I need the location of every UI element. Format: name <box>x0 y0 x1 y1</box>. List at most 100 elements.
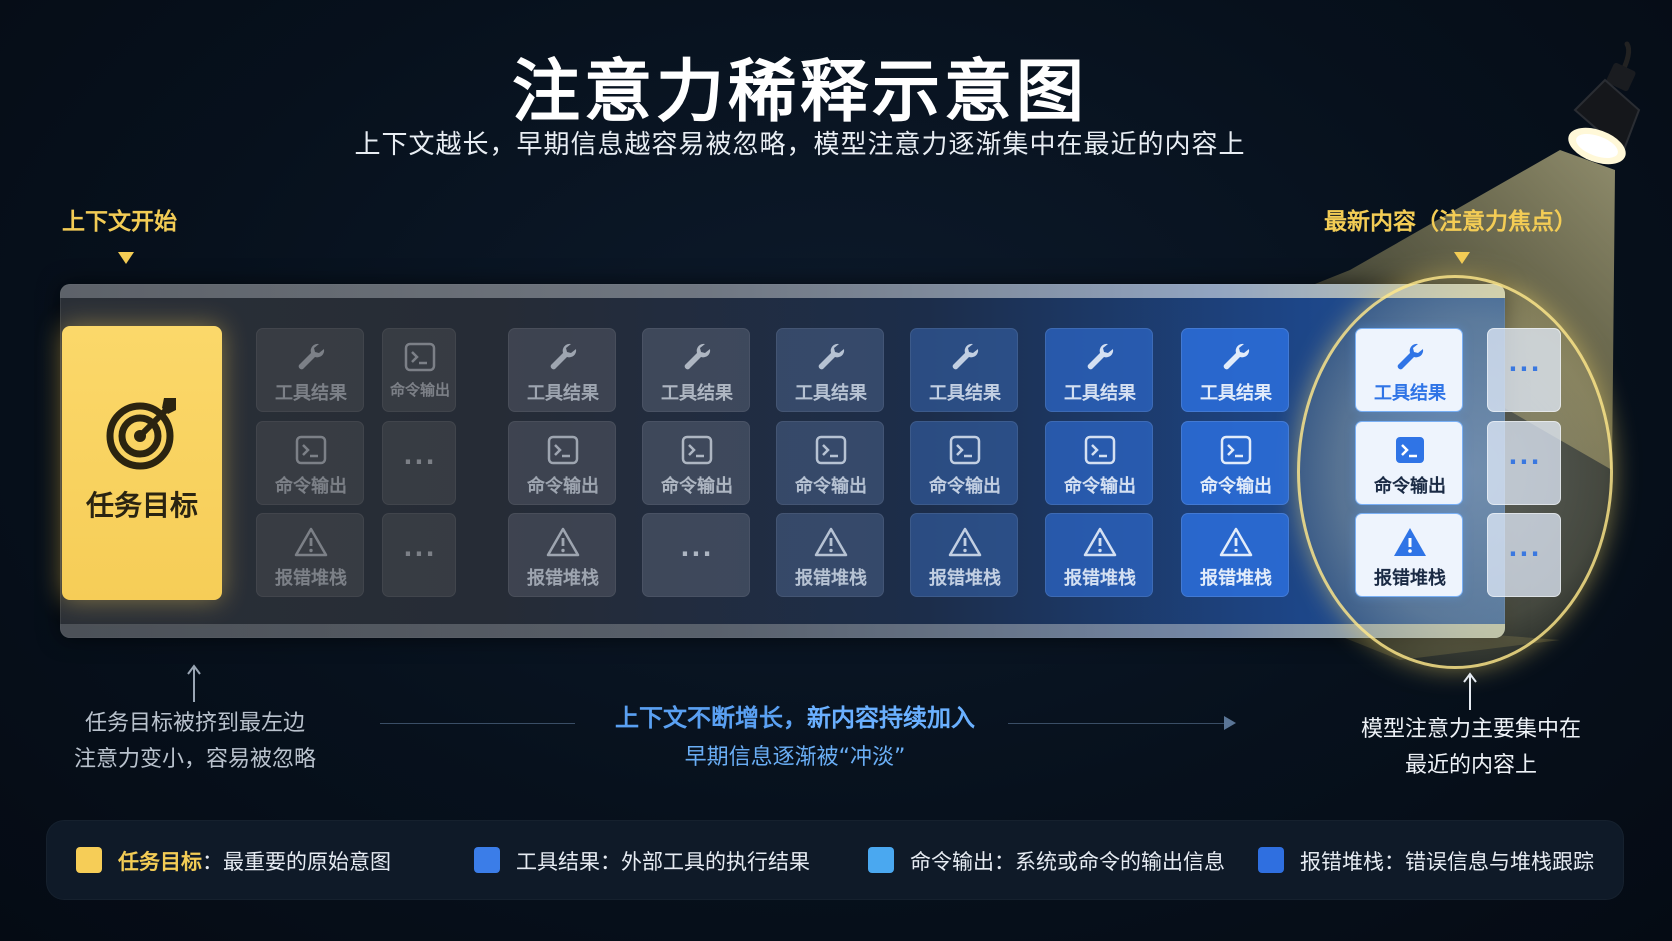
more-block: ··· <box>1487 421 1561 505</box>
tool-label: 工具结果 <box>1374 383 1446 404</box>
arrow-up-icon <box>187 664 201 702</box>
err-block: 报错堆栈 <box>508 513 616 597</box>
legend-desc: ：外部工具的执行结果 <box>600 850 810 874</box>
wrench-icon <box>1392 341 1428 373</box>
wrench-icon <box>293 341 329 373</box>
tool-block: 工具结果 <box>642 328 750 412</box>
cmd-block: 命令输出 <box>642 421 750 505</box>
err-block: 报错堆栈 <box>910 513 1018 597</box>
more-dots: ··· <box>1508 355 1542 383</box>
task-goal-label: 任务目标 <box>85 489 198 522</box>
tool-block: 工具结果 <box>910 328 1018 412</box>
cmd-label: 命令输出 <box>929 476 1001 497</box>
focus-marker-icon <box>1454 252 1470 264</box>
flow-line-left <box>380 723 575 724</box>
cmd-block: 命令输出 <box>776 421 884 505</box>
err-block: 报错堆栈 <box>1355 513 1463 597</box>
target-arrow-icon <box>106 398 176 470</box>
cmd-label: 命令输出 <box>527 476 599 497</box>
focus-label: 最新内容（注意力焦点） <box>1324 209 1577 235</box>
more-dots: ··· <box>403 448 437 476</box>
center-annotation-part-b: 新内容持续加入 <box>807 704 975 732</box>
legend-swatch <box>868 847 894 873</box>
cmd-label: 命令输出 <box>661 476 733 497</box>
err-block: 报错堆栈 <box>256 513 364 597</box>
more-dots: ··· <box>1508 448 1542 476</box>
lamp-icon <box>1568 41 1641 165</box>
terminal-icon <box>402 341 438 373</box>
tool-block: 工具结果 <box>256 328 364 412</box>
wrench-icon <box>813 341 849 373</box>
warning-icon <box>947 526 983 558</box>
start-marker-icon <box>118 252 134 264</box>
err-block: 报错堆栈 <box>1181 513 1289 597</box>
center-annotation-part-a: 上下文不断增长， <box>615 704 807 732</box>
cmd-block: 命令输出 <box>1045 421 1153 505</box>
left-annotation-line1: 任务目标被挤到最左边 <box>84 711 305 736</box>
legend-swatch <box>474 847 500 873</box>
legend-desc: ：最重要的原始意图 <box>202 850 391 874</box>
err-label: 报错堆栈 <box>1200 568 1272 589</box>
more-block: ··· <box>382 513 456 597</box>
wrench-icon <box>1082 341 1118 373</box>
err-label: 报错堆栈 <box>795 568 867 589</box>
wrench-icon <box>679 341 715 373</box>
cmd-label: 命令输出 <box>275 476 347 497</box>
center-annotation-line2: 早期信息逐渐被“冲淡” <box>684 745 906 770</box>
wrench-icon <box>1218 341 1254 373</box>
left-annotation: 任务目标被挤到最左边 注意力变小，容易被忽略 <box>60 706 330 778</box>
cmd-block: 命令输出 <box>382 328 456 412</box>
warning-icon <box>293 526 329 558</box>
tool-block: 工具结果 <box>1355 328 1463 412</box>
context-start-label: 上下文开始 <box>62 209 177 235</box>
flow-line-right <box>1008 723 1228 724</box>
err-label: 报错堆栈 <box>275 568 347 589</box>
legend-swatch <box>76 847 102 873</box>
more-block: ··· <box>1487 513 1561 597</box>
legend-key: 命令输出 <box>910 850 994 874</box>
warning-icon <box>813 526 849 558</box>
terminal-icon <box>813 434 849 466</box>
cmd-label: 命令输出 <box>1374 476 1446 497</box>
tool-label: 工具结果 <box>1064 383 1136 404</box>
flow-arrow-icon <box>1224 716 1236 730</box>
right-annotation-line2: 最近的内容上 <box>1404 753 1537 778</box>
center-annotation: 上下文不断增长，新内容持续加入 早期信息逐渐被“冲淡” <box>590 700 1000 776</box>
err-label: 报错堆栈 <box>527 568 599 589</box>
tool-label: 工具结果 <box>795 383 867 404</box>
page-title: 注意力稀释示意图 <box>511 53 1088 132</box>
warning-icon <box>1218 526 1254 558</box>
right-annotation: 模型注意力主要集中在 最近的内容上 <box>1340 712 1602 784</box>
page-subtitle: 上下文越长，早期信息越容易被忽略，模型注意力逐渐集中在最近的内容上 <box>354 130 1246 160</box>
cmd-label: 命令输出 <box>795 476 867 497</box>
err-label: 报错堆栈 <box>1064 568 1136 589</box>
cmd-label: 命令输出 <box>1064 476 1136 497</box>
warning-icon <box>1392 526 1428 558</box>
tool-label: 工具结果 <box>929 383 1001 404</box>
legend-key: 工具结果 <box>516 850 600 874</box>
tool-block: 工具结果 <box>1045 328 1153 412</box>
terminal-icon <box>545 434 581 466</box>
tool-label: 工具结果 <box>661 383 733 404</box>
tool-block: 工具结果 <box>508 328 616 412</box>
more-block: ··· <box>382 421 456 505</box>
cmd-label: 命令输出 <box>1200 476 1272 497</box>
err-block: 报错堆栈 <box>1045 513 1153 597</box>
cmd-block: 命令输出 <box>910 421 1018 505</box>
terminal-icon <box>1218 434 1254 466</box>
terminal-icon <box>1082 434 1118 466</box>
more-dots: ··· <box>403 540 437 568</box>
more-block: ··· <box>642 513 750 597</box>
err-label: 报错堆栈 <box>1374 568 1446 589</box>
tool-block: 工具结果 <box>776 328 884 412</box>
more-dots: ··· <box>680 540 714 568</box>
legend: 任务目标：最重要的原始意图 工具结果：外部工具的执行结果 命令输出：系统或命令的… <box>46 820 1624 900</box>
tool-label: 工具结果 <box>275 383 347 404</box>
err-block: 报错堆栈 <box>776 513 884 597</box>
warning-icon <box>1082 526 1118 558</box>
cmd-block: 命令输出 <box>1181 421 1289 505</box>
tool-label: 工具结果 <box>1200 383 1272 404</box>
track-bottom-edge <box>60 624 1505 638</box>
more-block: ··· <box>1487 328 1561 412</box>
legend-key: 报错堆栈 <box>1300 850 1384 874</box>
